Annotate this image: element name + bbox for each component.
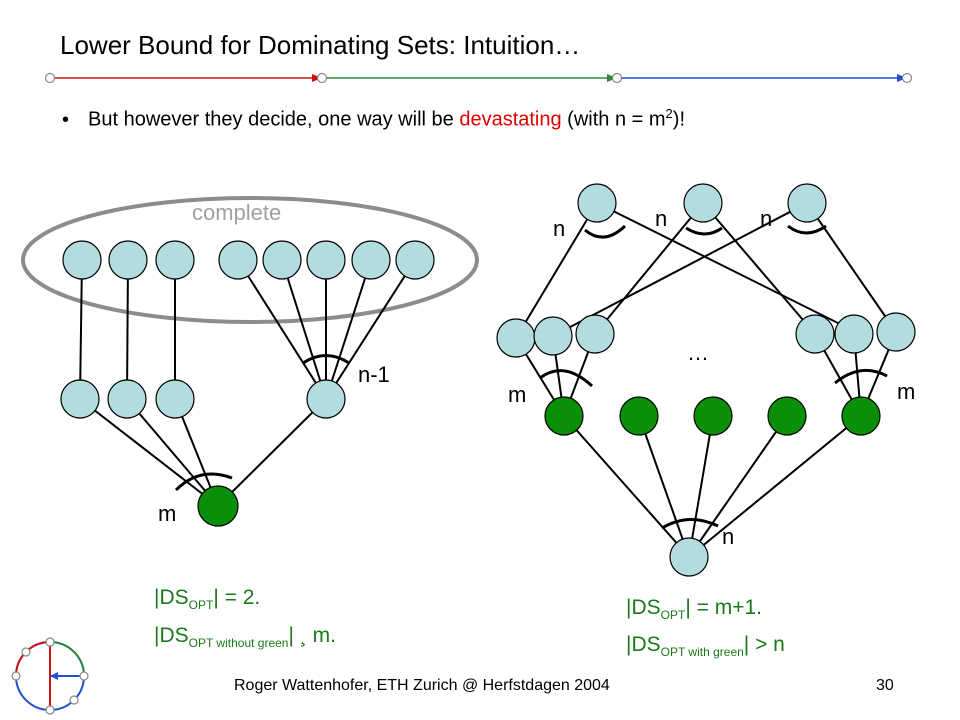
green-node (197, 485, 239, 527)
label-m-right-right: m (897, 379, 915, 404)
arc-n-bottom (661, 518, 719, 530)
node (577, 183, 617, 223)
node (62, 240, 102, 280)
eth-logo (11, 637, 89, 715)
arc-n-minus-1 (302, 354, 350, 365)
node (155, 379, 195, 419)
node (669, 537, 709, 577)
arc-n-top-2 (685, 226, 723, 236)
label-n-minus-1: n-1 (358, 362, 390, 387)
node (107, 379, 147, 419)
page-number: 30 (876, 677, 894, 694)
slide-title: Lower Bound for Dominating Sets: Intuiti… (60, 30, 581, 60)
arc-m-right-right (834, 368, 888, 385)
node (496, 318, 536, 358)
arc-m-left (174, 472, 233, 492)
node (262, 240, 302, 280)
node (575, 314, 615, 354)
node (306, 379, 346, 419)
bullet-text: • But however they decide, one way will b… (62, 106, 685, 132)
right-diagram (515, 202, 897, 558)
left-nodes (60, 240, 435, 527)
ellipsis: … (687, 340, 709, 365)
bullet-highlight: devastating (459, 108, 562, 131)
arc-m-right-left (539, 369, 594, 388)
green-node (841, 396, 881, 436)
label-n-top-3: n (760, 206, 772, 231)
node (787, 183, 827, 223)
node (533, 316, 573, 356)
node (108, 240, 148, 280)
footer-author: Roger Wattenhofer, ETH Zurich @ Herfstda… (234, 677, 610, 694)
node (218, 240, 258, 280)
left-diagram (21, 196, 479, 507)
bullet-dot: • (62, 108, 70, 131)
complete-cluster-ellipse (21, 196, 479, 324)
node (876, 312, 916, 352)
label-n-bottom: n (722, 524, 734, 549)
node (395, 240, 435, 280)
node (834, 314, 874, 354)
title-bar (44, 72, 913, 84)
node (683, 183, 723, 223)
label-m-right-left: m (508, 382, 526, 407)
node (306, 240, 346, 280)
node (351, 240, 391, 280)
green-node (693, 396, 733, 436)
green-node (767, 396, 807, 436)
green-node (619, 396, 659, 436)
right-nodes (496, 183, 916, 577)
arc-n-top-1 (584, 224, 627, 239)
label-n-top-1: n (553, 216, 565, 241)
formula-right-line1: |DSOPT| = m+1. (626, 596, 762, 623)
bullet-pre: But however they decide, one way will be (88, 108, 460, 131)
label-m-left: m (158, 501, 176, 526)
cluster-label: complete (192, 200, 281, 225)
node (60, 379, 100, 419)
node (795, 314, 835, 354)
formula-left-line1: |DSOPT| = 2. (154, 586, 261, 613)
green-node (544, 396, 584, 436)
bullet-post1: (with n = m (561, 108, 666, 131)
node (155, 240, 195, 280)
label-n-top-2: n (655, 206, 667, 231)
bullet-post2: )! (672, 108, 685, 131)
arc-n-top-3 (787, 224, 827, 235)
formula-left-line2: |DSOPT without green| ¸ m. (154, 624, 336, 651)
bullet-sup: 2 (665, 106, 673, 121)
formula-right-line2: |DSOPT with green| > n (626, 633, 785, 660)
